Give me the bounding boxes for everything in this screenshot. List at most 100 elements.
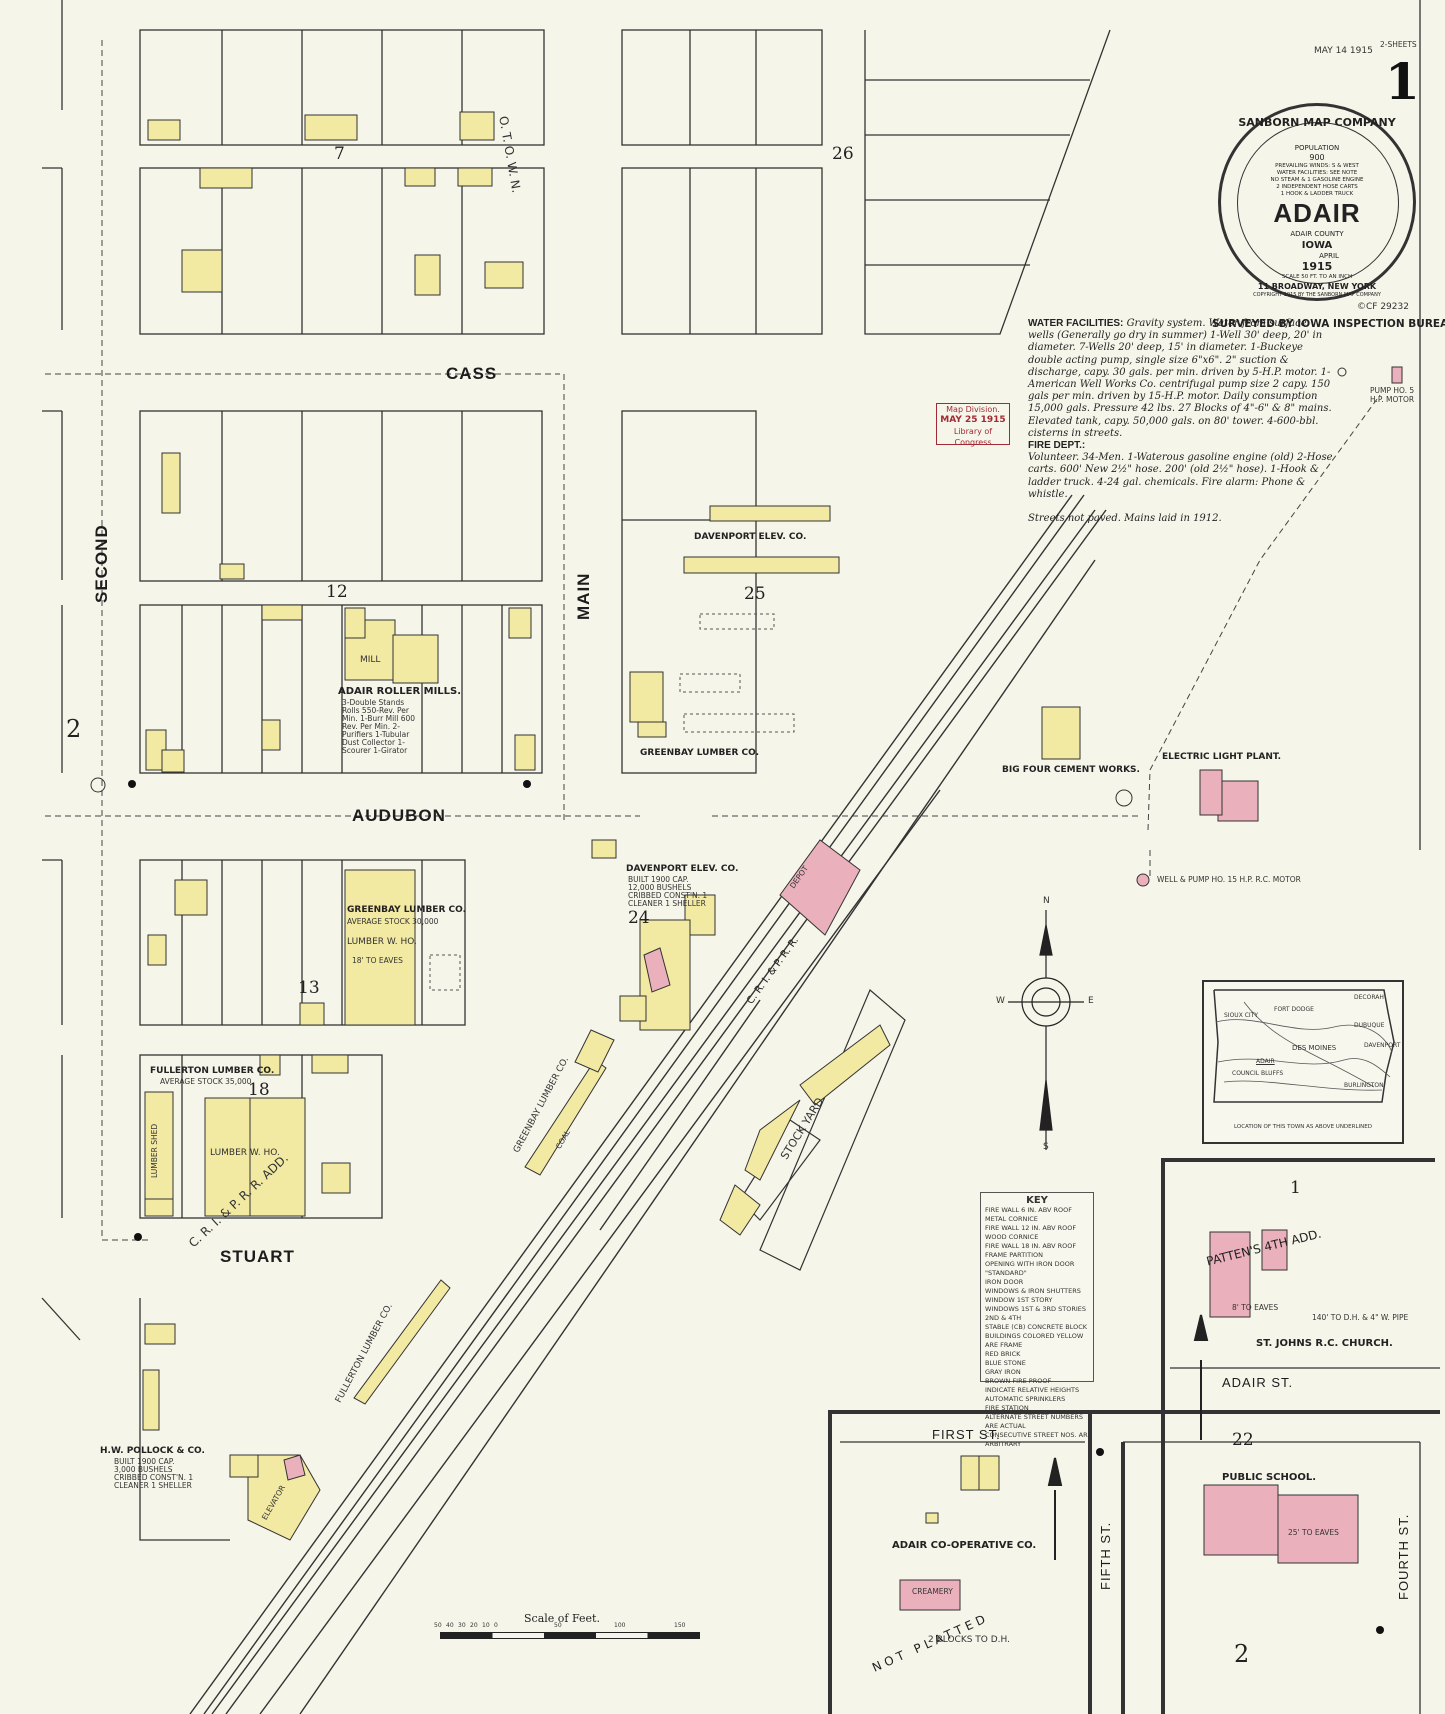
street-stuart: STUART <box>220 1247 295 1266</box>
greenbay-lumber-wh: LUMBER W. HO. <box>347 937 417 947</box>
key-row: BROWN FIRE PROOF <box>985 1377 1052 1385</box>
seal-town: ADAIR <box>1273 198 1361 228</box>
compass-west: W <box>996 996 1005 1006</box>
scale-tick: 20 <box>470 1622 478 1629</box>
water-facilities-text: Gravity system. Water from surface wells… <box>1028 318 1332 439</box>
key-row: ALTERNATE STREET NUMBERS ARE ACTUAL <box>985 1413 1084 1430</box>
key-row: BLUE STONE <box>985 1359 1026 1367</box>
creamery-label: CREAMERY <box>912 1587 953 1596</box>
block-26: 26 <box>832 144 854 164</box>
scale-tick: 40 <box>446 1622 454 1629</box>
street-second: SECOND <box>92 524 111 603</box>
scale-tick: 100 <box>614 1622 626 1629</box>
key-row: CONSECUTIVE STREET NOS. ARE ARBITRARY <box>985 1431 1092 1448</box>
street-cass: CASS <box>446 364 498 383</box>
key-row: INDICATE RELATIVE HEIGHTS <box>985 1386 1080 1394</box>
seal-line-2: WATER FACILITIES: SEE NOTE <box>1276 170 1358 176</box>
water-facilities-heading: WATER FACILITIES: <box>1028 318 1124 329</box>
map-date: MAY 14 1915 <box>1314 46 1373 56</box>
mill-label: MILL <box>360 655 381 665</box>
key-row: IRON DOOR <box>985 1278 1024 1286</box>
davenport-elev-top-label: DAVENPORT ELEV. CO. <box>694 532 807 542</box>
lumber-shed-label: LUMBER SHED <box>150 1123 159 1178</box>
inset-town-des-moines: DES MOINES <box>1292 1044 1337 1052</box>
street-fourth: FOURTH ST. <box>1396 1513 1411 1600</box>
fire-dept-text: Volunteer. 34-Men. 1-Waterous gasoline e… <box>1028 452 1333 500</box>
church-note: 140' TO D.H. & 4" W. PIPE <box>1312 1313 1409 1322</box>
scale-tick: 50 <box>434 1622 442 1629</box>
compass-south: S <box>1043 1142 1049 1152</box>
street-first: FIRST ST. <box>932 1427 1001 1442</box>
key-row: BUILDINGS COLORED YELLOW ARE FRAME <box>985 1332 1084 1349</box>
key-row: "STANDARD" <box>985 1269 1027 1277</box>
compass-north: N <box>1043 896 1050 906</box>
school-eaves: 25' TO EAVES <box>1288 1528 1339 1537</box>
electric-light-plant-label: ELECTRIC LIGHT PLANT. <box>1162 752 1282 762</box>
key-title: KEY <box>1026 1195 1048 1206</box>
key-row: FRAME PARTITION <box>985 1251 1043 1259</box>
key-row: RED BRICK <box>985 1350 1021 1358</box>
block-24: 24 <box>628 908 650 928</box>
scale-tick: 150 <box>674 1622 686 1629</box>
seal-year: 1915 <box>1301 260 1333 273</box>
seal-population: 900 <box>1309 153 1325 162</box>
key-row: GRAY IRON <box>985 1368 1021 1376</box>
seal-line-4: 2 INDEPENDENT HOSE CARTS <box>1276 184 1358 190</box>
block-7: 7 <box>334 144 345 164</box>
seal-county: ADAIR COUNTY <box>1290 230 1344 238</box>
inset-town-dubuque: DUBUQUE <box>1354 1022 1385 1029</box>
fullerton-lumber-wh: LUMBER W. HO. <box>210 1148 280 1158</box>
iowa-inset-map: SIOUX CITY FORT DODGE DUBUQUE DAVENPORT … <box>1202 980 1404 1144</box>
key-row: WOOD CORNICE <box>985 1233 1039 1241</box>
sheet-ref-bottom: 2 <box>1234 1640 1250 1668</box>
key-row: WINDOWS 1ST & 3RD STORIES <box>985 1305 1086 1313</box>
key-row: FIRE WALL 18 IN. ABV ROOF <box>985 1242 1077 1250</box>
church-eaves: 8' TO EAVES <box>1232 1303 1279 1312</box>
water-fire-notes: WATER FACILITIES: Gravity system. Water … <box>1028 318 1333 525</box>
block-12: 12 <box>326 582 348 602</box>
greenbay-stock: AVERAGE STOCK 30,000 <box>347 917 439 926</box>
inset-town-sioux-city: SIOUX CITY <box>1224 1012 1258 1019</box>
block-25: 25 <box>744 584 766 604</box>
street-fifth: FIFTH ST. <box>1098 1521 1113 1590</box>
stamp-line-2: MAY 25 1915 <box>940 415 1006 425</box>
street-main: MAIN <box>574 572 593 620</box>
scale-title: Scale of Feet. <box>524 1612 600 1625</box>
fullerton-stock: AVERAGE STOCK 35,000 <box>160 1077 252 1086</box>
davenport-elev-bottom-label: DAVENPORT ELEV. CO. <box>626 864 739 874</box>
inset-town-burlington: BURLINGTON <box>1344 1082 1384 1089</box>
seal-line-5: 1 HOOK & LADDER TRUCK <box>1280 191 1354 197</box>
seal-line-1: PREVAILING WINDS: S & WEST <box>1275 163 1359 169</box>
st-johns-church-label: ST. JOHNS R.C. CHURCH. <box>1256 1338 1393 1349</box>
scale-tick: 0 <box>494 1622 498 1629</box>
inset-town-council-bluffs: COUNCIL BLUFFS <box>1232 1070 1284 1077</box>
stamp-line-3: Library of Congress <box>953 427 993 447</box>
davenport-detail: BUILT 1900 CAP. 12,000 BUSHELS CRIBBED C… <box>628 875 708 908</box>
adair-roller-mills-label: ADAIR ROLLER MILLS. <box>338 686 462 697</box>
scale-tick: 30 <box>458 1622 466 1629</box>
scale-tick: 50 <box>554 1622 562 1629</box>
block-1: 1 <box>1290 1178 1301 1198</box>
seal-state: IOWA <box>1301 240 1333 251</box>
stamp-line-1: Map Division. <box>946 405 1000 414</box>
inset-caption: LOCATION OF THIS TOWN AS ABOVE UNDERLINE… <box>1234 1124 1372 1130</box>
inset-linework <box>1213 989 1395 1103</box>
pump-house-label: PUMP HO. 5 H.P. MOTOR <box>1370 386 1415 404</box>
inset-town-davenport: DAVENPORT <box>1364 1042 1401 1049</box>
key-row: METAL CORNICE <box>985 1215 1038 1223</box>
surveyed-by: SURVEYED BY IOWA INSPECTION BUREAU <box>1212 318 1445 330</box>
block-18: 18 <box>248 1080 270 1100</box>
sheet-ref-left: 2 <box>66 715 82 743</box>
key-row: WINDOWS & IRON SHUTTERS <box>985 1287 1081 1295</box>
street-adair: ADAIR ST. <box>1222 1375 1294 1390</box>
inset-town-fort-dodge: FORT DODGE <box>1274 1006 1314 1013</box>
public-school-label: PUBLIC SCHOOL. <box>1222 1472 1317 1483</box>
pollock-detail: BUILT 1900 CAP. 3,000 BUSHELS CRIBBED CO… <box>114 1457 194 1490</box>
seal-address: 11 BROADWAY, NEW YORK <box>1257 282 1377 291</box>
seal-copyright: COPYRIGHT 1915 BY THE SANBORN MAP COMPAN… <box>1253 292 1381 298</box>
seal-company: SANBORN MAP COMPANY <box>1238 116 1396 129</box>
